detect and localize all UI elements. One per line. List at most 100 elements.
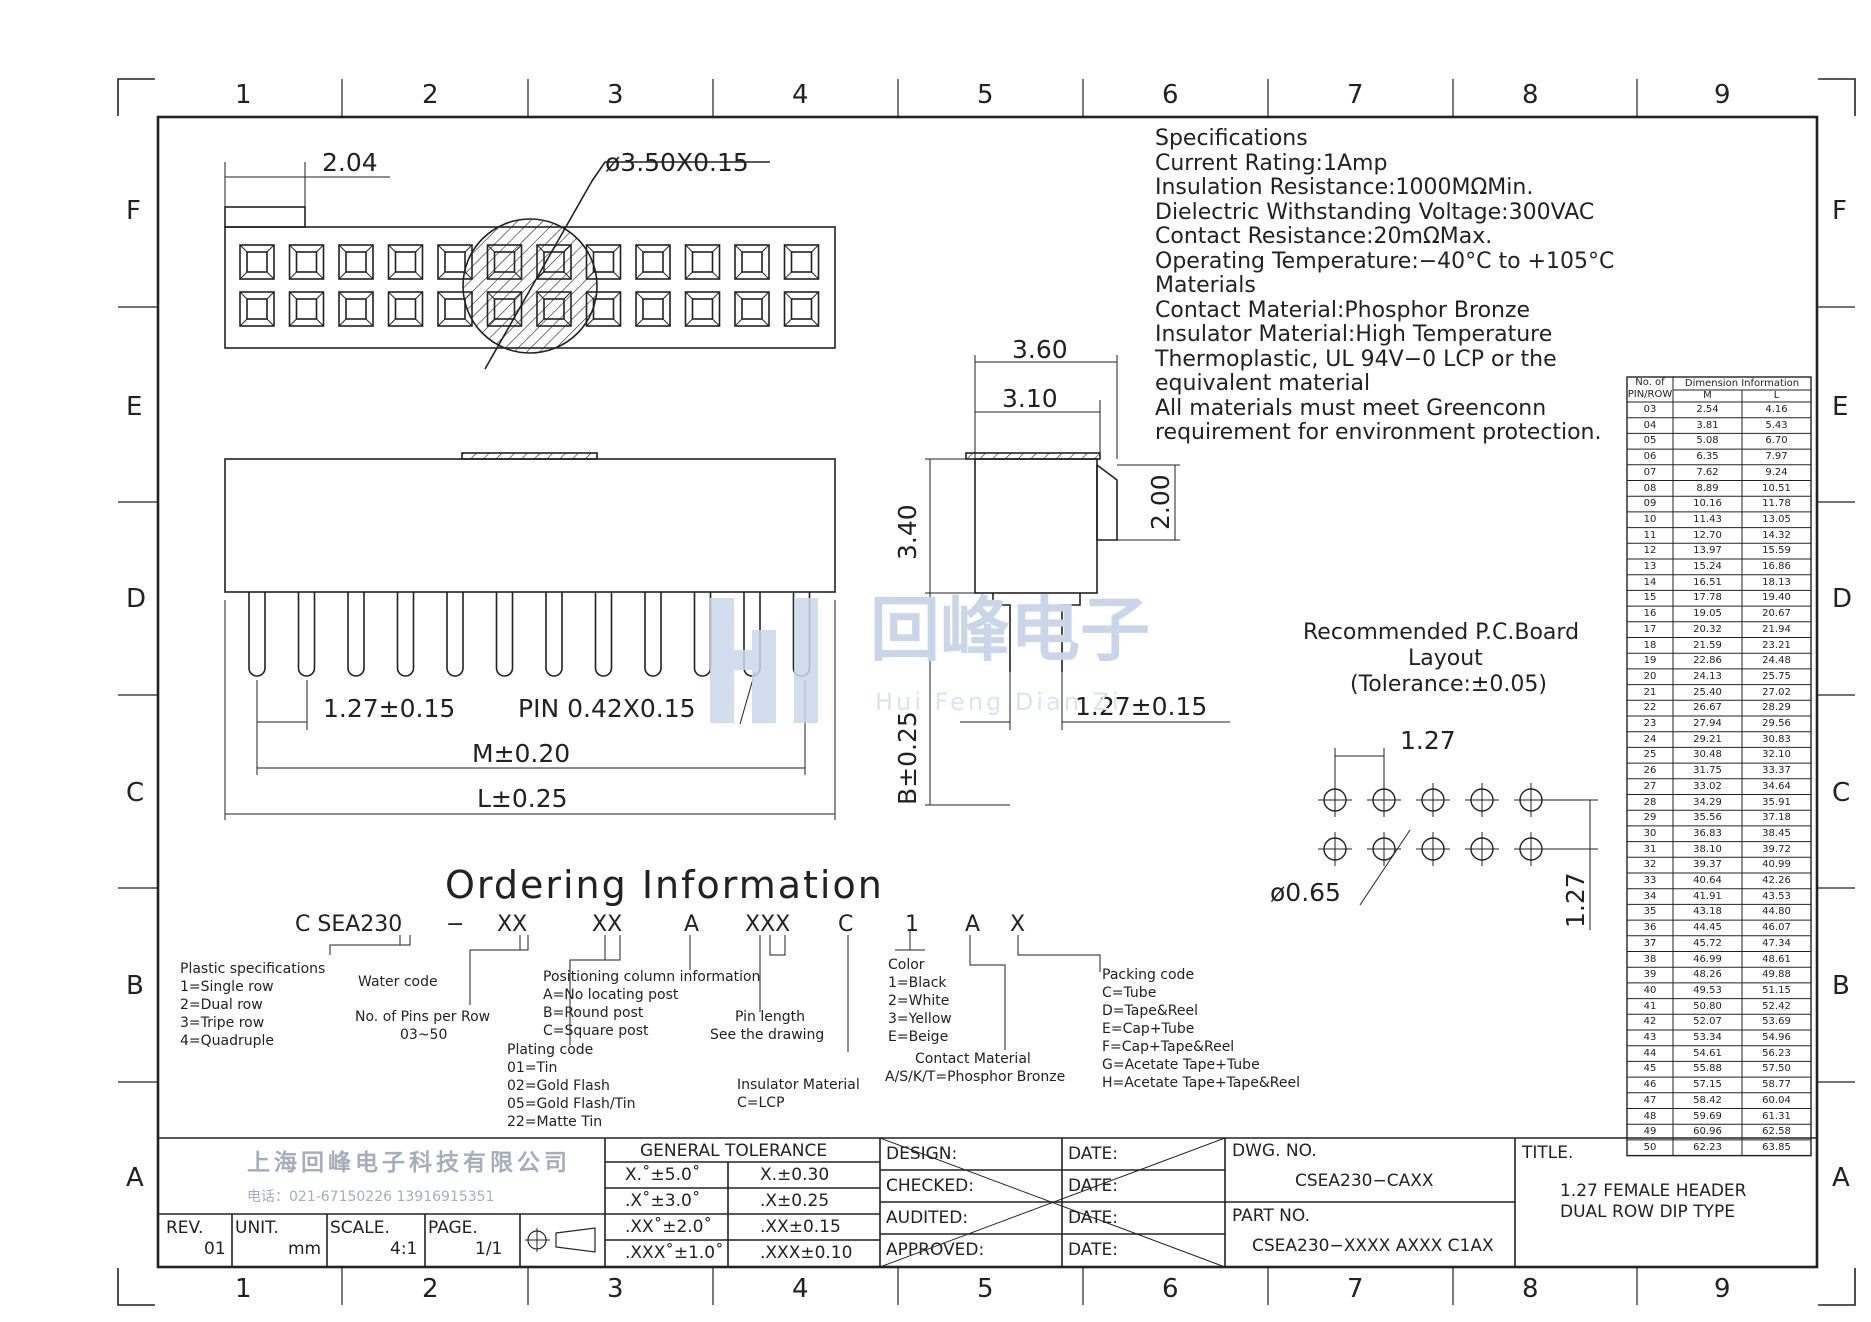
grid-col-top: 9 <box>1714 80 1731 110</box>
table-cell-pins: 25 <box>1643 749 1657 761</box>
table-cell-pins: 46 <box>1643 1079 1657 1091</box>
dim-m: M±0.20 <box>472 739 571 768</box>
table-cell-l: 43.53 <box>1762 890 1791 902</box>
table-cell-pins: 39 <box>1643 969 1657 981</box>
ordering-line: A/S/K/T=Phosphor Bronze <box>885 1069 1066 1085</box>
grid-col-top: 1 <box>235 80 252 110</box>
spec-line: equivalent material <box>1155 371 1371 396</box>
approval-date: DATE: <box>1068 1144 1118 1164</box>
table-cell-m: 29.21 <box>1693 733 1722 745</box>
table-cell-l: 7.97 <box>1765 451 1788 463</box>
table-cell-m: 49.53 <box>1693 984 1722 996</box>
ordering-line: Contact Material <box>915 1051 1031 1067</box>
table-cell-pins: 09 <box>1643 498 1657 510</box>
grid-col-bottom: 4 <box>792 1274 809 1304</box>
dim-b: B±0.25 <box>893 711 922 805</box>
table-cell-pins: 40 <box>1643 984 1657 996</box>
table-cell-pins: 28 <box>1643 796 1657 808</box>
ordering-code-segment: XX <box>592 912 623 937</box>
table-cell-m: 44.45 <box>1693 922 1722 934</box>
table-cell-m: 57.15 <box>1693 1079 1722 1091</box>
grid-row-left: E <box>126 392 143 422</box>
grid-row-left: C <box>126 778 145 808</box>
ordering-line: F=Cap+Tape&Reel <box>1102 1039 1235 1055</box>
table-cell-m: 50.80 <box>1693 1000 1722 1012</box>
dim-2-00: 2.00 <box>1146 474 1175 530</box>
ordering-line: 02=Gold Flash <box>507 1078 610 1094</box>
table-cell-pins: 44 <box>1643 1047 1657 1059</box>
ordering-line: 03~50 <box>400 1027 448 1043</box>
ordering-line: H=Acetate Tape+Tape&Reel <box>1102 1075 1301 1091</box>
table-cell-l: 53.69 <box>1762 1016 1791 1028</box>
ordering-line: 1=Single row <box>180 979 274 995</box>
table-cell-m: 45.72 <box>1693 937 1722 949</box>
table-cell-pins: 42 <box>1643 1016 1657 1028</box>
grid-col-top: 4 <box>792 80 809 110</box>
ordering-line: E=Beige <box>888 1029 949 1045</box>
grid-col-bottom: 2 <box>422 1274 439 1304</box>
table-cell-pins: 45 <box>1643 1063 1657 1075</box>
title-line-2: DUAL ROW DIP TYPE <box>1560 1202 1735 1222</box>
ordering-line: Color <box>888 957 925 973</box>
table-cell-m: 30.48 <box>1693 749 1722 761</box>
ordering-line: Positioning column information <box>543 969 761 985</box>
spec-line: Thermoplastic, UL 94V−0 LCP or the <box>1155 346 1557 372</box>
table-cell-m: 48.26 <box>1693 969 1722 981</box>
table-cell-l: 29.56 <box>1762 718 1791 729</box>
table-cell-l: 9.24 <box>1765 466 1788 478</box>
tolerance-angle: .XXX˚±1.0˚ <box>625 1243 724 1263</box>
table-cell-m: 5.08 <box>1696 435 1719 447</box>
ordering-line: C=Tube <box>1102 985 1157 1001</box>
grid-col-bottom: 9 <box>1714 1274 1731 1304</box>
table-cell-l: 46.07 <box>1762 922 1791 934</box>
table-cell-pins: 29 <box>1643 812 1657 824</box>
ordering-line: E=Cap+Tube <box>1102 1021 1195 1037</box>
ordering-line: Insulator Material <box>737 1077 860 1093</box>
tolerance-angle: X.˚±5.0˚ <box>625 1165 701 1185</box>
tolerance-linear: .XXX±0.10 <box>760 1243 853 1263</box>
table-cell-pins: 47 <box>1643 1094 1657 1106</box>
dim-hole-diameter: ø3.50X0.15 <box>605 148 749 177</box>
ordering-water: Water code <box>358 974 438 990</box>
table-cell-l: 19.40 <box>1762 592 1791 604</box>
table-cell-m: 53.34 <box>1693 1032 1722 1043</box>
table-cell-l: 57.50 <box>1762 1063 1791 1075</box>
pcb-pitch-x: 1.27 <box>1400 726 1456 755</box>
ordering-line: C=Square post <box>543 1023 649 1039</box>
table-cell-l: 61.31 <box>1762 1110 1791 1122</box>
table-cell-pins: 15 <box>1643 592 1657 604</box>
table-cell-pins: 33 <box>1643 875 1657 886</box>
table-cell-pins: 49 <box>1643 1126 1657 1138</box>
table-cell-pins: 50 <box>1643 1141 1657 1153</box>
grid-col-bottom: 5 <box>977 1274 994 1304</box>
dim-3-40: 3.40 <box>893 504 922 560</box>
table-cell-m: 59.69 <box>1693 1110 1722 1122</box>
table-cell-pins: 17 <box>1643 623 1657 635</box>
grid-row-left: B <box>126 971 144 1001</box>
dimension-table-lines <box>1626 376 1812 1157</box>
table-cell-m: 41.91 <box>1693 890 1722 902</box>
ordering-line: See the drawing <box>710 1027 825 1043</box>
table-cell-l: 10.51 <box>1762 482 1791 494</box>
dim-l: L±0.25 <box>477 784 568 813</box>
grid-row-right: B <box>1832 971 1850 1001</box>
table-cell-l: 54.96 <box>1762 1032 1791 1043</box>
table-cell-l: 11.78 <box>1762 498 1791 510</box>
table-cell-m: 2.54 <box>1696 404 1719 415</box>
table-cell-m: 19.05 <box>1693 608 1722 620</box>
table-cell-m: 8.89 <box>1696 482 1719 494</box>
ordering-line: A=No locating post <box>543 987 679 1003</box>
grid-col-top: 2 <box>422 80 439 110</box>
table-cell-pins: 13 <box>1643 561 1657 572</box>
table-cell-l: 39.72 <box>1762 843 1791 855</box>
grid-row-right: D <box>1832 584 1853 614</box>
spec-line: Specifications <box>1155 126 1308 151</box>
table-cell-pins: 48 <box>1643 1110 1657 1122</box>
table-cell-pins: 04 <box>1643 419 1657 431</box>
table-cell-l: 51.15 <box>1762 984 1791 996</box>
ordering-code-segment: C SEA230 <box>295 912 403 937</box>
spec-line: Insulation Resistance:1000MΩMin. <box>1155 175 1534 200</box>
ordering-code-segment: X <box>1010 912 1026 937</box>
